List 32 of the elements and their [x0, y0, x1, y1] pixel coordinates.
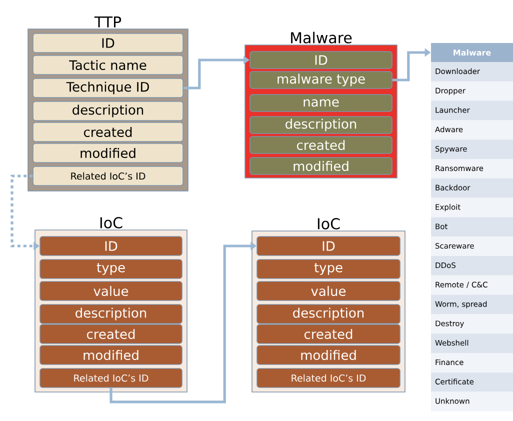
field-box: name: [250, 94, 392, 112]
node-label: IoC: [318, 218, 340, 230]
field-box: created: [250, 136, 392, 154]
field-box: value: [40, 281, 182, 301]
table-header: Malware: [431, 43, 513, 62]
field-box: malware type: [250, 71, 392, 89]
field-box: modified: [32, 143, 184, 163]
field-box: description: [32, 101, 184, 121]
field-box: Related IoC’s ID: [32, 166, 184, 186]
field-box: description: [256, 304, 400, 324]
node-label: IoC: [100, 217, 122, 228]
field-box: Related IoC’s ID: [40, 368, 182, 388]
field-box: ID: [256, 236, 400, 256]
field-box: created: [32, 122, 184, 142]
field-box: Technique ID: [32, 78, 184, 98]
node-label: TTP: [94, 16, 122, 28]
field-box: modified: [250, 157, 392, 175]
field-box: modified: [256, 345, 400, 365]
field-box: type: [256, 259, 400, 279]
field-box: Related IoC’s ID: [256, 368, 400, 388]
field-box: created: [256, 324, 400, 344]
node-label: Malware: [291, 32, 352, 44]
field-box: description: [250, 116, 392, 134]
field-box: created: [40, 324, 182, 344]
field-box: type: [40, 259, 182, 279]
field-box: description: [40, 304, 182, 324]
field-box: ID: [32, 33, 184, 53]
field-box: modified: [40, 345, 182, 365]
field-box: ID: [40, 236, 182, 256]
field-box: Tactic name: [32, 55, 184, 75]
field-box: value: [256, 281, 400, 301]
field-box: ID: [250, 51, 392, 69]
